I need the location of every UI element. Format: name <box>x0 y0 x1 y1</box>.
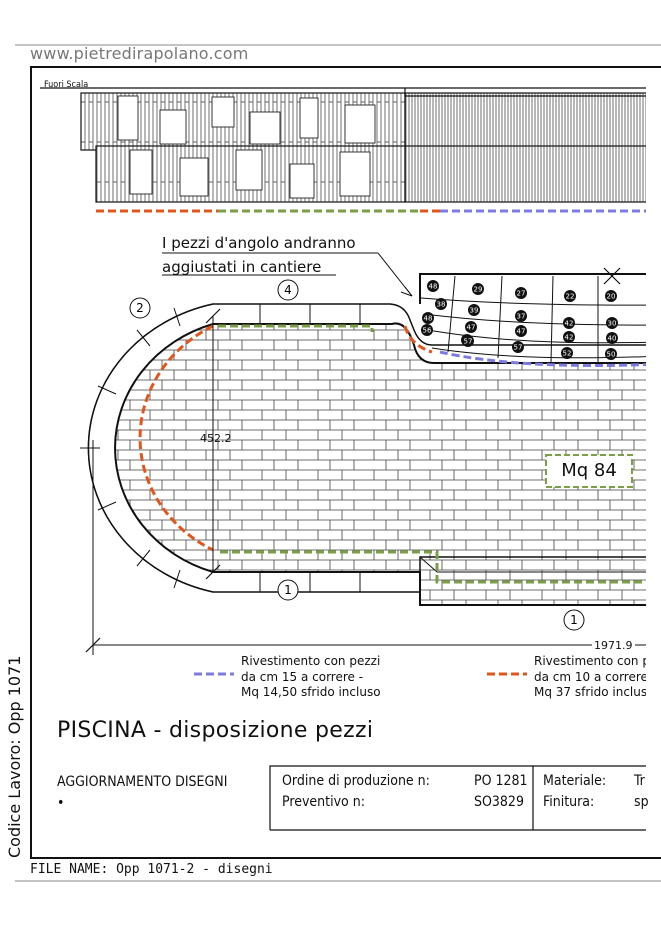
quote-value: SO3829 <box>474 794 524 810</box>
piece-marker <box>564 290 576 302</box>
piece-number: 48 <box>424 315 433 323</box>
piece-marker <box>563 331 575 343</box>
piece-marker <box>605 348 617 360</box>
piece-number: 22 <box>566 293 575 301</box>
piece-marker <box>563 317 575 329</box>
callout-4: 4 <box>284 283 292 297</box>
drawing-title: PISCINA - disposizione pezzi <box>57 718 374 743</box>
piece-number: 38 <box>437 301 446 309</box>
finish-value: sp <box>634 794 649 810</box>
piece-number: 20 <box>607 293 616 301</box>
piece-marker <box>606 332 618 344</box>
update-label: AGGIORNAMENTO DISEGNI <box>57 774 228 790</box>
material-value: Tr <box>634 773 645 789</box>
legend-red: Rivestimento con p da cm 10 a correre Mq… <box>534 654 646 701</box>
note-line-2: aggiustati in cantiere <box>162 258 322 276</box>
website-url: www.pietredirapolano.com <box>30 44 249 63</box>
piece-number: 47 <box>467 324 476 332</box>
piece-number: 39 <box>470 307 479 315</box>
sheet-border <box>30 66 661 859</box>
piece-marker <box>472 283 484 295</box>
legend-blue-line-2: da cm 15 a correre - <box>241 669 364 684</box>
update-bullet: • <box>57 795 65 811</box>
legend-blue: Rivestimento con pezzi da cm 15 a correr… <box>241 654 381 701</box>
legend-red-line-1: Rivestimento con p <box>534 654 646 668</box>
piece-number: 47 <box>517 328 526 336</box>
piece-marker <box>605 290 617 302</box>
material-label: Materiale: <box>543 773 607 789</box>
piece-number: 29 <box>474 286 483 294</box>
piece-number-markers: 4838485656293947572737475722424252203040… <box>421 280 618 360</box>
piece-number: 42 <box>565 320 574 328</box>
callout-1-left: 1 <box>284 583 292 597</box>
piece-marker <box>427 280 439 292</box>
piece-number: 50 <box>607 351 616 359</box>
piece-number: 30 <box>608 320 617 328</box>
scale-label: Fuori Scala <box>44 80 89 90</box>
piece-number: 37 <box>517 313 526 321</box>
piece-marker <box>515 325 527 337</box>
piece-number: 52 <box>563 350 572 358</box>
piece-number: 40 <box>608 335 617 343</box>
piece-number: 48 <box>429 283 438 291</box>
legend-blue-line-3: Mq 14,50 sfrido incluso <box>241 685 381 699</box>
piece-number: 27 <box>517 290 526 298</box>
order-value: PO 1281 <box>474 773 528 789</box>
piece-marker <box>422 312 434 324</box>
callout-1-right: 1 <box>570 613 578 627</box>
job-code: Codice Lavoro: Opp 1071 <box>5 655 24 858</box>
piece-marker <box>465 321 477 333</box>
area-label: Mq 84 <box>561 460 617 481</box>
piece-number: 57 <box>514 344 523 352</box>
elevation-view <box>40 87 646 213</box>
order-label: Ordine di produzione n: <box>282 773 430 789</box>
piece-marker <box>435 298 447 310</box>
dimension-length: 1971.9 <box>592 639 635 652</box>
piece-number: 56 <box>423 327 432 335</box>
piece-marker <box>512 341 524 353</box>
finish-label: Finitura: <box>543 794 595 810</box>
piece-marker <box>468 304 480 316</box>
piece-marker <box>515 310 527 322</box>
callouts: 2 4 1 1 <box>129 279 585 631</box>
piece-marker <box>515 287 527 299</box>
piece-marker <box>606 317 618 329</box>
piece-number: 42 <box>565 334 574 342</box>
callout-2: 2 <box>136 301 144 315</box>
file-name: FILE NAME: Opp 1071-2 - disegni <box>30 862 273 877</box>
quote-label: Preventivo n: <box>282 794 365 810</box>
note-line-1: I pezzi d'angolo andranno <box>162 234 356 252</box>
piece-marker <box>462 335 474 347</box>
area-box <box>545 454 633 488</box>
legend-red-line-2: da cm 10 a correre <box>534 669 646 684</box>
pool-plan: 4838485656293947572737475722424252203040… <box>80 252 646 655</box>
dimension-width: 452.2 <box>200 432 232 445</box>
legend-red-line-3: Mq 37 sfrido inclus <box>534 685 646 699</box>
piece-number: 57 <box>464 338 473 346</box>
piece-marker <box>561 347 573 359</box>
piece-marker <box>421 324 433 336</box>
title-block-frame <box>269 765 646 831</box>
legend-blue-line-1: Rivestimento con pezzi <box>241 654 381 668</box>
